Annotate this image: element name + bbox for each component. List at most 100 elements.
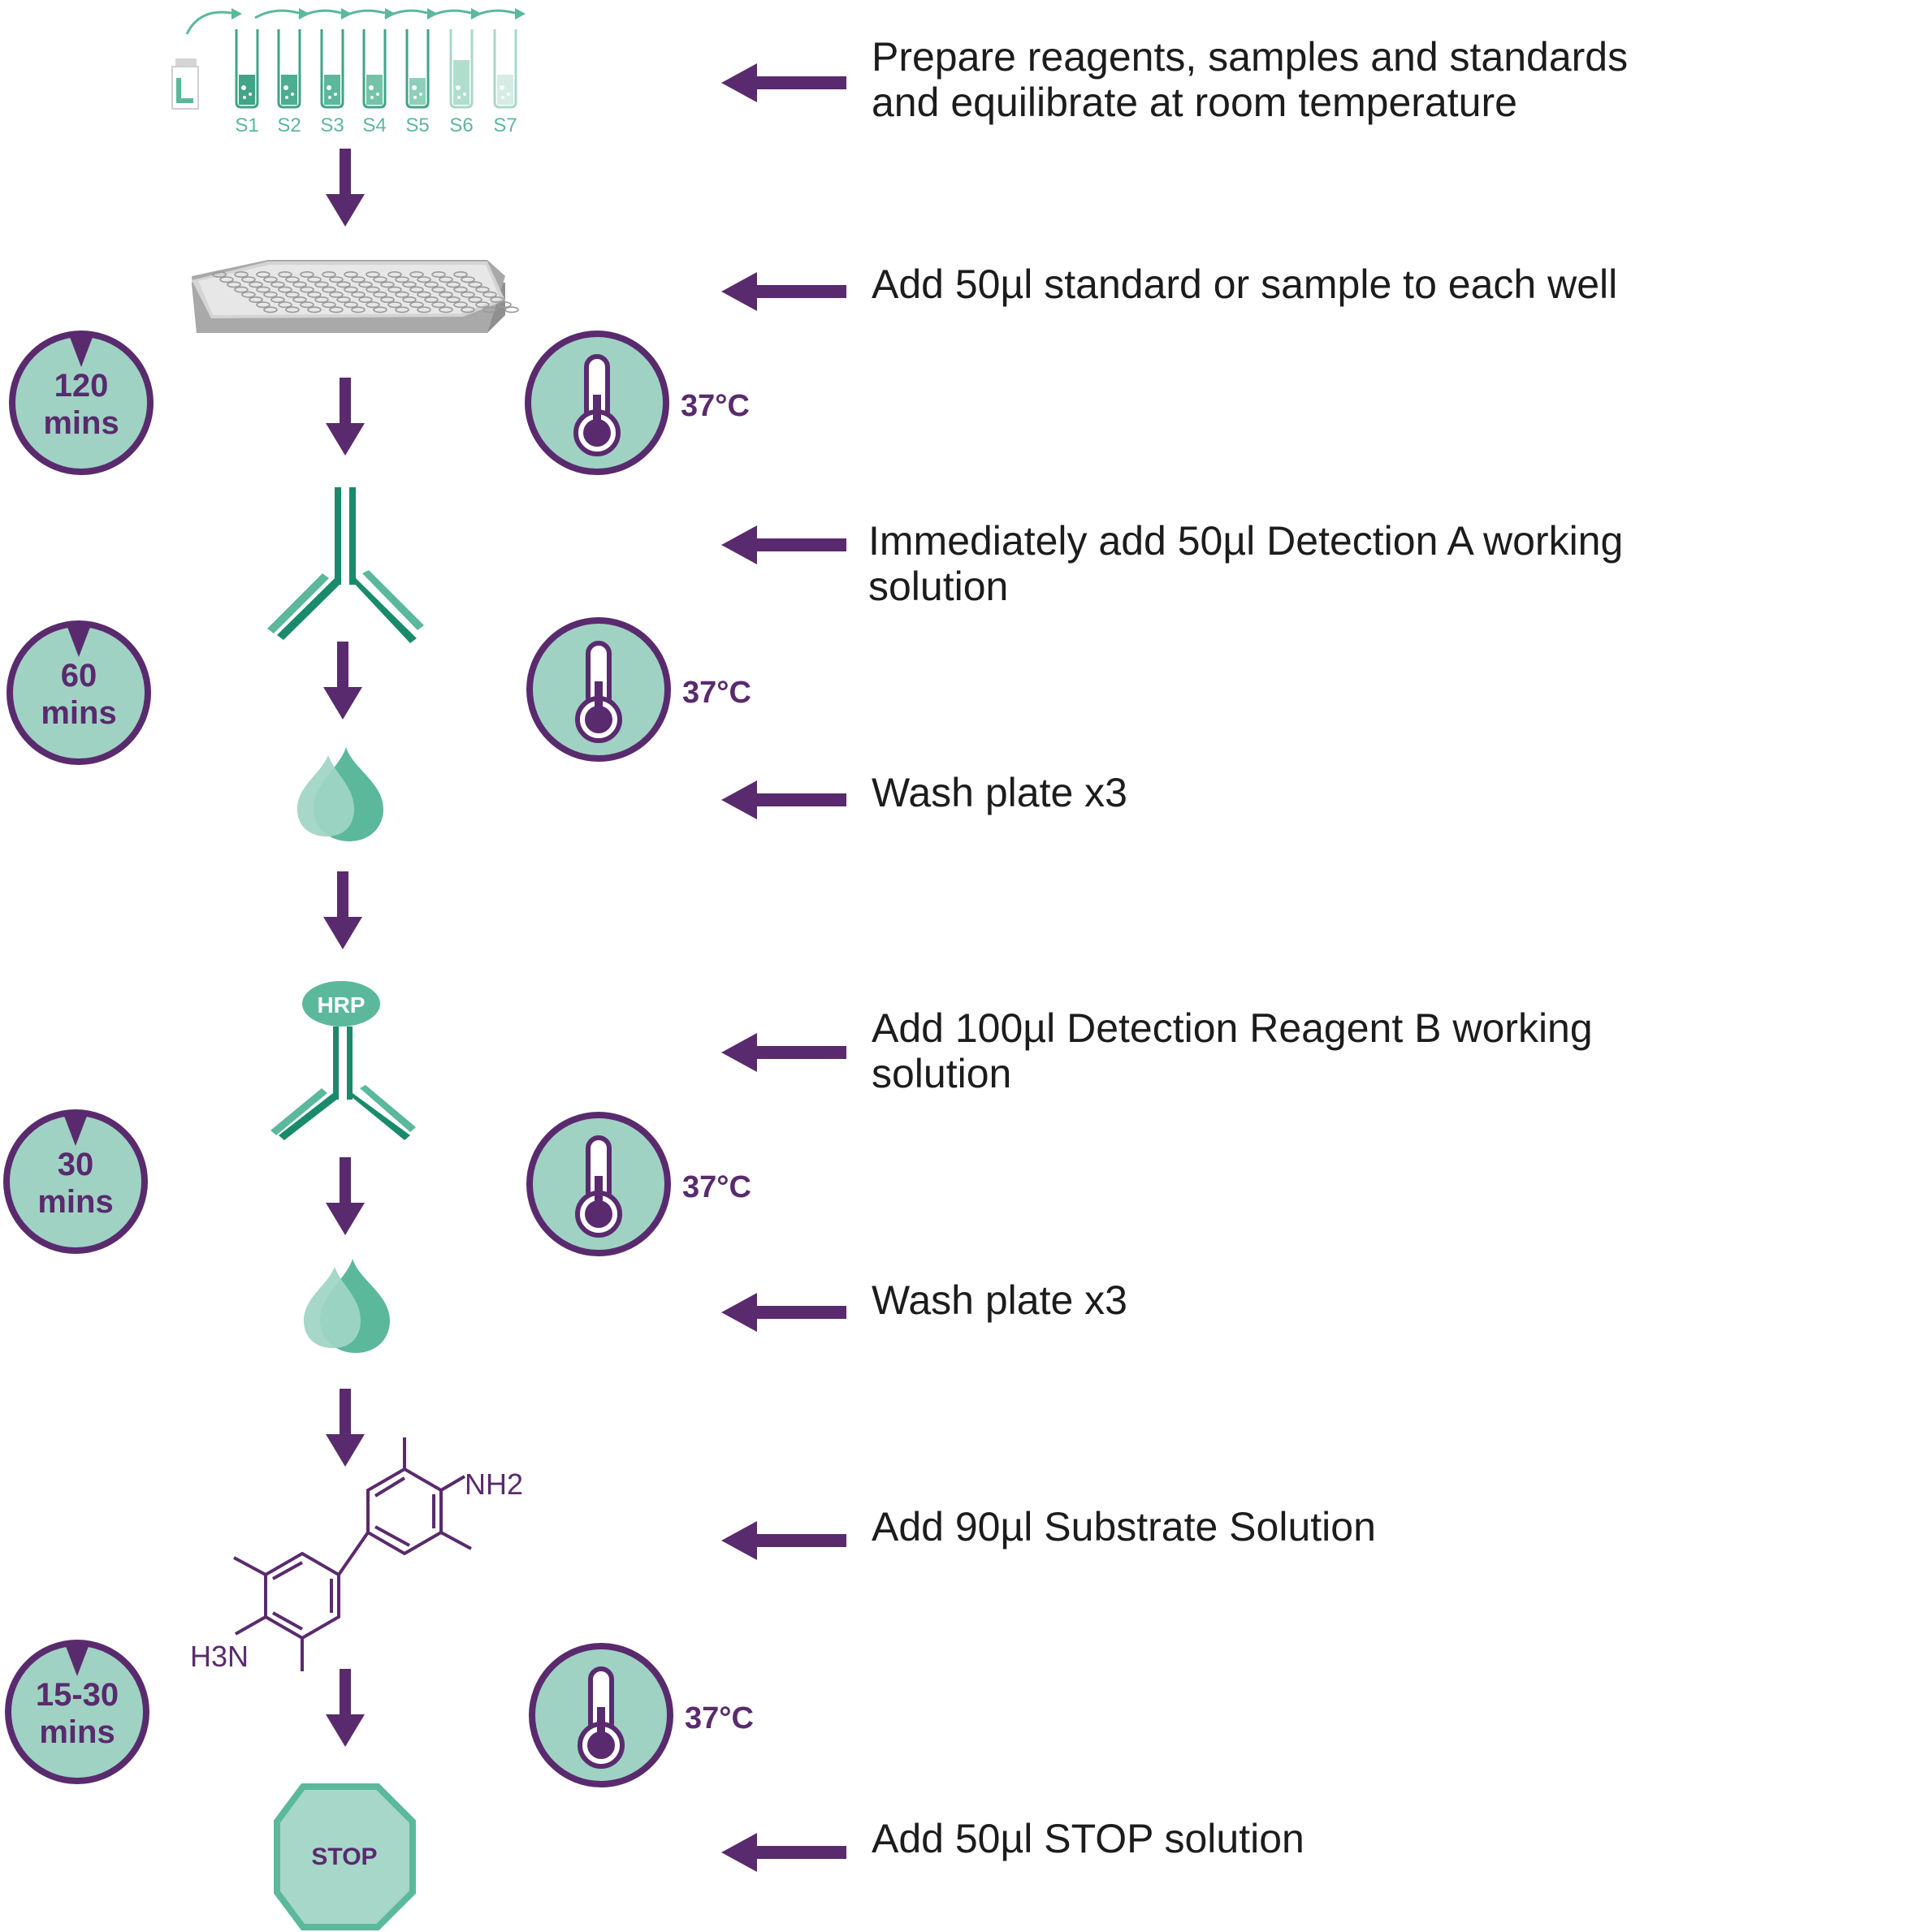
plate-well xyxy=(497,301,512,309)
plate-well xyxy=(241,291,256,298)
plate-well xyxy=(285,276,300,283)
step-text-line: and equilibrate at room temperature xyxy=(872,80,1517,125)
plate-well xyxy=(270,281,285,288)
tube-liquid xyxy=(324,75,340,105)
plate-well xyxy=(417,291,431,298)
step-text-line: Add 100µl Detection Reagent B working xyxy=(872,1005,1593,1051)
plate-well xyxy=(402,281,417,288)
plate-well xyxy=(270,296,285,303)
tube-label: S6 xyxy=(449,115,473,136)
tube-bubble xyxy=(419,93,422,96)
plate-well xyxy=(285,306,300,313)
plate-well xyxy=(300,286,314,293)
plate-well xyxy=(263,291,278,298)
temperature-label: 37°C xyxy=(682,1170,751,1204)
tube-bubble xyxy=(369,85,374,90)
plate-well xyxy=(453,301,468,309)
plate-well xyxy=(336,296,351,303)
stop-sign-icon: STOP xyxy=(274,1783,416,1930)
tube-liquid xyxy=(366,75,383,105)
plate-well xyxy=(366,301,380,309)
plate-well xyxy=(439,276,453,283)
svg-text:mins: mins xyxy=(41,695,116,731)
standard-tubes-icon xyxy=(171,8,526,110)
plate-well xyxy=(387,286,402,293)
plate-well xyxy=(307,306,322,313)
svg-text:30: 30 xyxy=(58,1147,94,1182)
hrp-label: HRP xyxy=(317,992,365,1018)
plate-well xyxy=(278,270,292,278)
plate-well xyxy=(439,306,453,313)
tube-bubble xyxy=(507,93,510,96)
tube-label: S2 xyxy=(277,115,301,136)
tube-bubble xyxy=(291,93,294,96)
plate-well xyxy=(256,270,270,278)
plate-well xyxy=(307,276,322,283)
step-text-line: Add 50µl STOP solution xyxy=(872,1816,1304,1861)
svg-text:mins: mins xyxy=(43,405,119,441)
step-text-line: Prepare reagents, samples and standards xyxy=(872,34,1629,80)
plate-well xyxy=(249,296,263,303)
plate-well xyxy=(475,301,490,309)
tube-bubble xyxy=(376,93,379,96)
plate-well xyxy=(234,286,249,293)
microplate-icon xyxy=(192,260,519,333)
tmb-molecule-icon xyxy=(233,1437,472,1671)
tube-label: S3 xyxy=(320,115,344,136)
plate-well xyxy=(468,281,482,288)
plate-well xyxy=(409,286,424,293)
temperature-label: 37°C xyxy=(682,676,751,710)
plate-well xyxy=(482,306,497,313)
thermometer-icon xyxy=(528,334,666,472)
plate-well xyxy=(424,281,439,288)
plate-well xyxy=(227,281,241,288)
tube-bubble xyxy=(413,96,417,99)
plate-well xyxy=(417,276,431,283)
tube-bubble xyxy=(283,85,288,90)
plate-well xyxy=(351,276,366,283)
plate-well xyxy=(373,306,387,313)
plate-well xyxy=(314,281,329,288)
temperature-label: 37°C xyxy=(685,1701,754,1735)
plate-well xyxy=(351,306,366,313)
h3n-h: H xyxy=(190,1640,211,1673)
tube-label: S4 xyxy=(362,115,386,136)
plate-well xyxy=(256,301,270,309)
step-text-line: Wash plate x3 xyxy=(872,770,1127,815)
step-arrow xyxy=(721,63,846,102)
step-arrow xyxy=(721,1833,846,1872)
plate-well xyxy=(395,306,409,313)
timer-clock-icon: 30 mins xyxy=(6,1112,145,1251)
plate-well xyxy=(461,276,475,283)
plate-well xyxy=(439,291,453,298)
plate-well xyxy=(285,291,300,298)
tube-bubble xyxy=(412,85,417,90)
plate-well xyxy=(453,286,468,293)
plate-well xyxy=(387,301,402,309)
tube-bubble xyxy=(285,96,288,99)
stop-label: STOP xyxy=(311,1843,377,1870)
water-drops-icon xyxy=(297,747,383,841)
plate-well xyxy=(329,276,344,283)
tube-liquid xyxy=(281,75,297,105)
plate-well xyxy=(212,270,227,278)
plate-well xyxy=(300,270,314,278)
plate-well xyxy=(336,281,351,288)
h3n-n: N xyxy=(227,1640,249,1673)
plate-well xyxy=(322,301,336,309)
plate-well xyxy=(409,270,424,278)
plate-well xyxy=(431,270,446,278)
plate-well xyxy=(358,281,373,288)
plate-well xyxy=(366,286,380,293)
plate-well xyxy=(329,291,344,298)
step-text-line: solution xyxy=(872,1051,1012,1096)
plate-well xyxy=(395,291,409,298)
plate-well xyxy=(329,306,344,313)
tube-liquid xyxy=(239,75,255,105)
tube-bubble xyxy=(243,96,246,99)
tube-bubble xyxy=(334,93,337,96)
plate-well xyxy=(395,276,409,283)
plate-well xyxy=(468,296,482,303)
step-text-line: Add 90µl Substrate Solution xyxy=(872,1504,1376,1549)
plate-well xyxy=(417,306,431,313)
